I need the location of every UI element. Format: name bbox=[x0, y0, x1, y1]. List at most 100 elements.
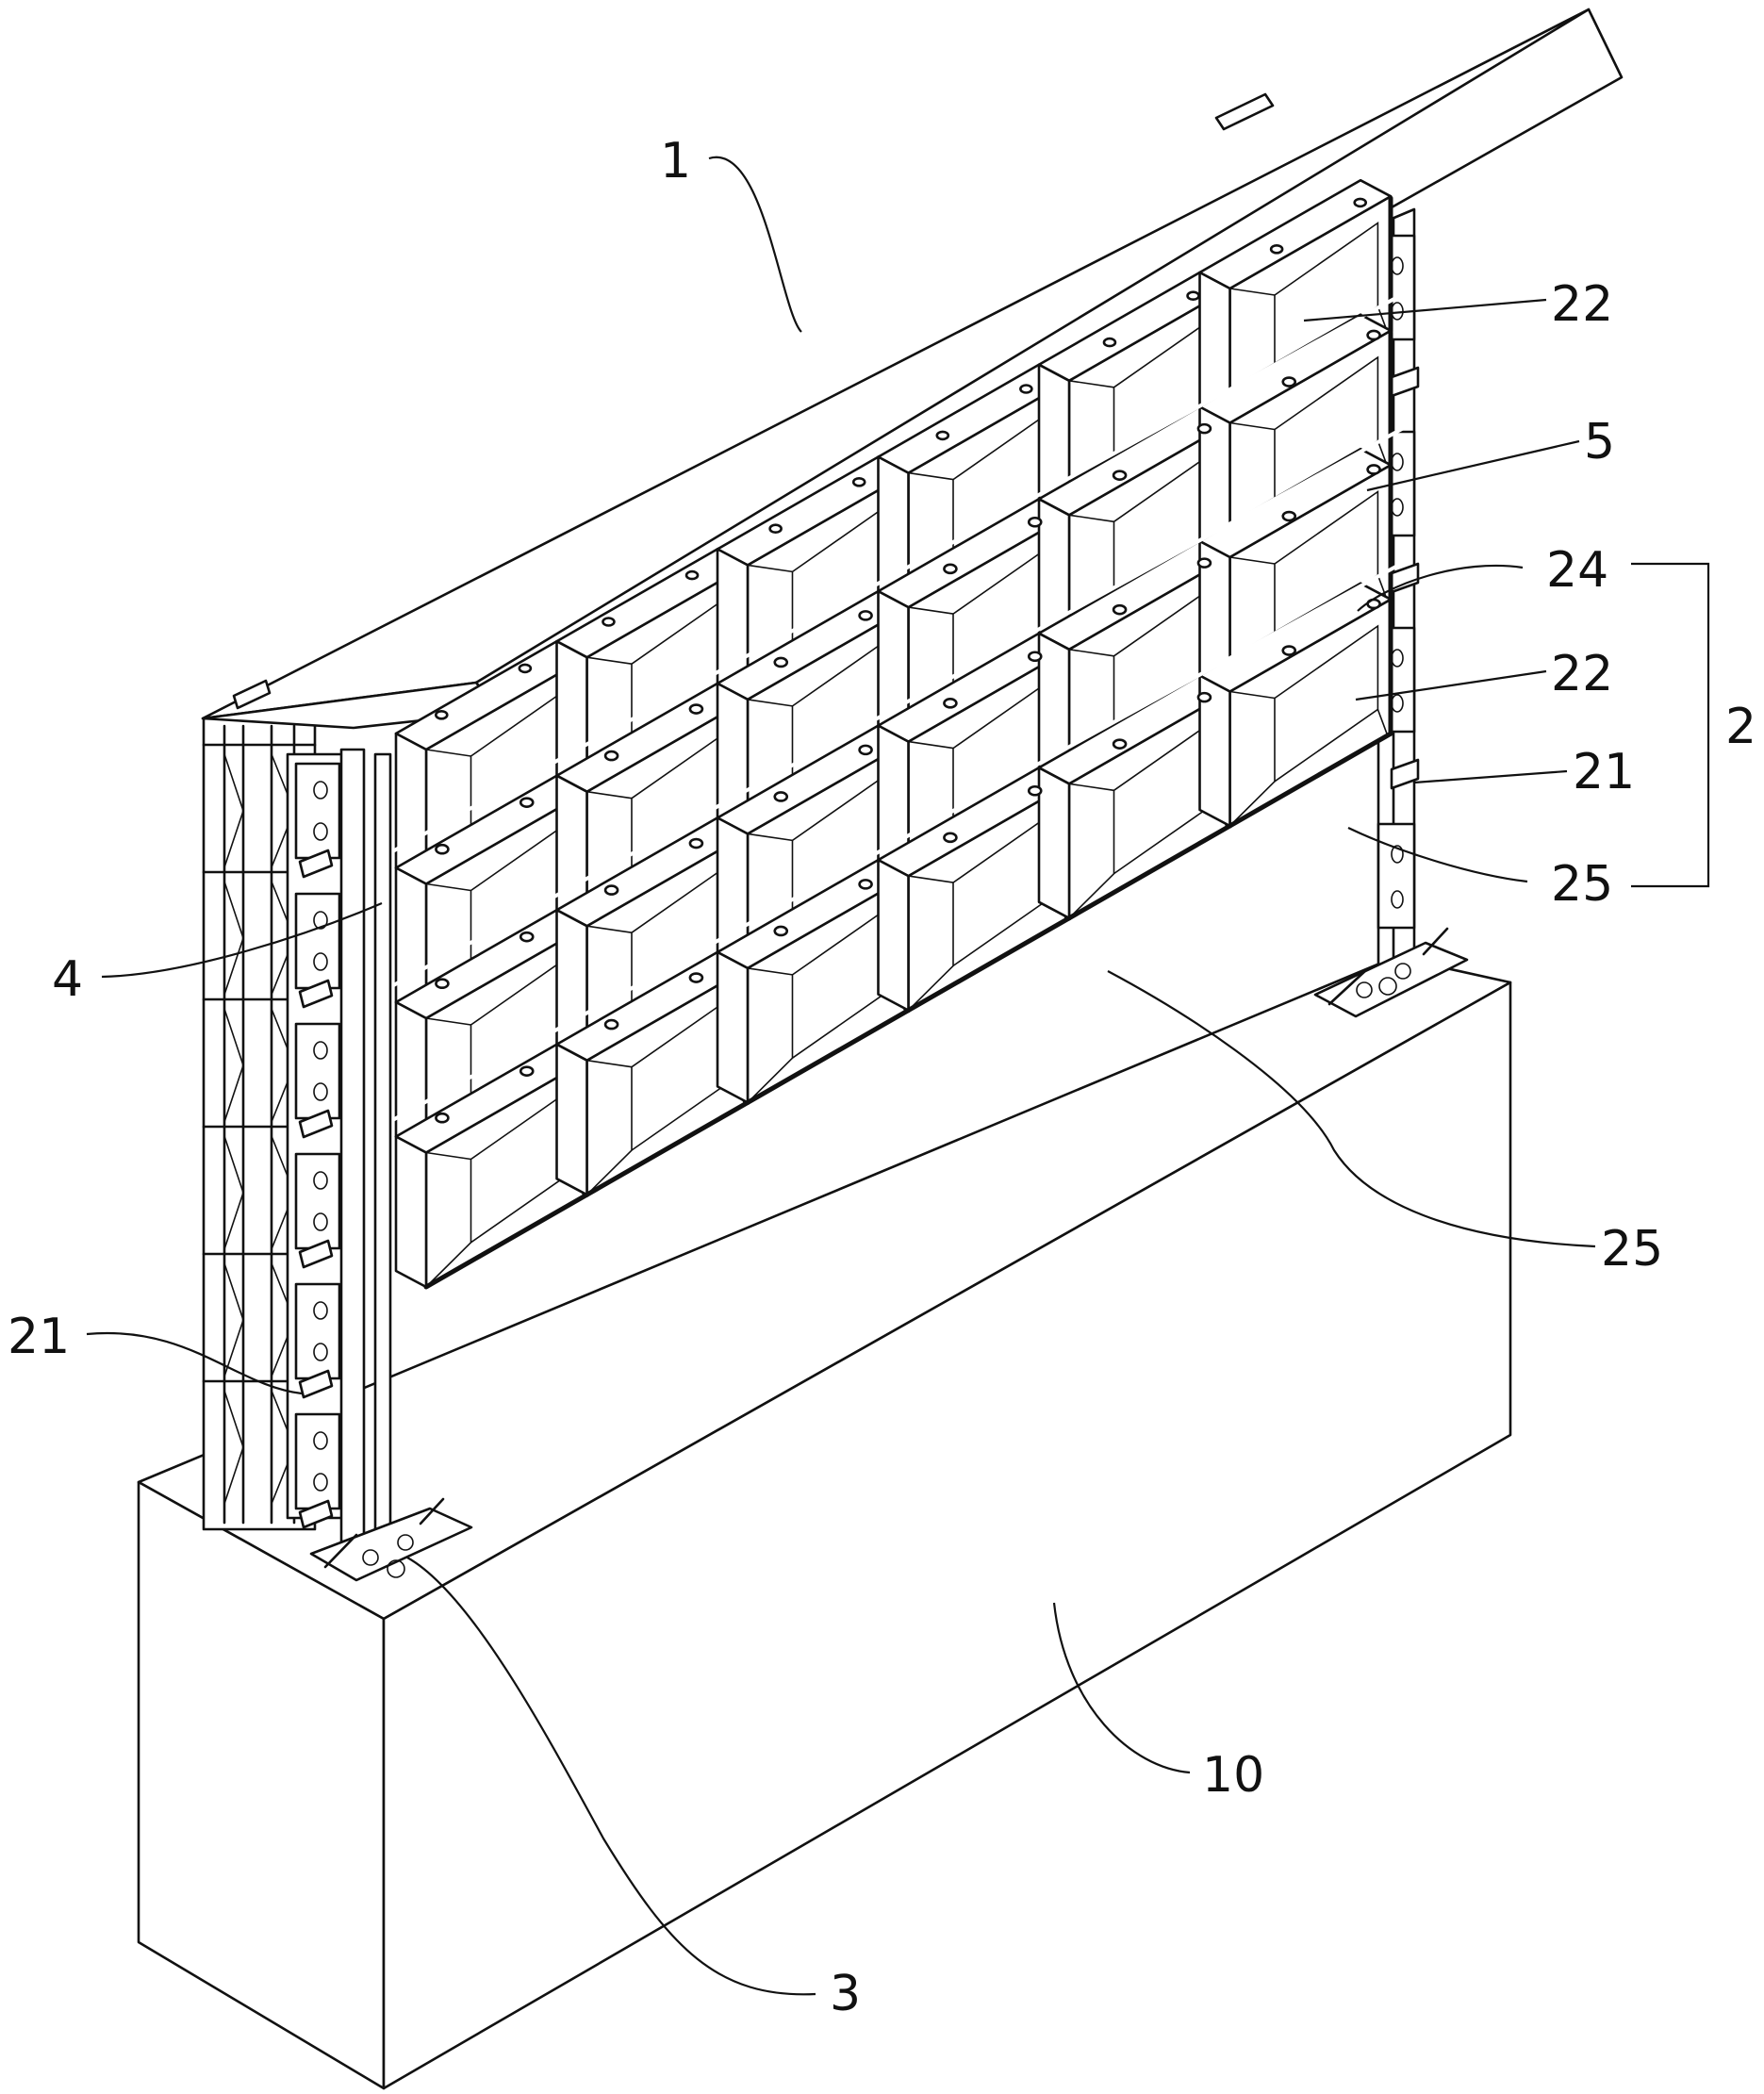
label-vertical-post: 4 bbox=[52, 951, 83, 1008]
cell-edge bbox=[1068, 649, 1114, 657]
rail bbox=[387, 425, 1407, 990]
rail-bolt bbox=[1186, 290, 1200, 302]
cell-edge bbox=[747, 967, 793, 976]
side-bracket bbox=[294, 762, 341, 860]
bracket-hole bbox=[1391, 890, 1404, 909]
module-cell bbox=[394, 1043, 589, 1290]
cell-side-lip bbox=[1037, 766, 1071, 920]
rail-bolt bbox=[943, 563, 958, 575]
side-bracket bbox=[1377, 822, 1416, 930]
leader-22-top bbox=[1303, 298, 1547, 322]
rail-bolt bbox=[858, 610, 873, 621]
leader-5 bbox=[1366, 439, 1580, 492]
cell-edge bbox=[1229, 421, 1276, 431]
bracket-hole bbox=[313, 822, 328, 841]
column-brace bbox=[223, 753, 244, 868]
rail-bolt bbox=[858, 744, 873, 756]
label-roof: 1 bbox=[660, 133, 691, 190]
rail-bolt bbox=[435, 843, 450, 855]
cell-edge bbox=[1229, 556, 1276, 565]
cell-edge bbox=[1229, 288, 1276, 296]
rail-bolt bbox=[1366, 329, 1381, 341]
cell-edge bbox=[747, 699, 793, 707]
cell-bottom-edge bbox=[906, 915, 1072, 1014]
rail-bolt bbox=[1281, 645, 1297, 656]
cell-edge bbox=[908, 606, 954, 615]
rail-highlight bbox=[387, 290, 1407, 856]
cell-edge bbox=[747, 564, 793, 573]
label-rail: 24 bbox=[1546, 542, 1608, 599]
cell-bottom-edge bbox=[1066, 823, 1232, 921]
side-bracket bbox=[294, 1022, 341, 1120]
leader-lines bbox=[86, 156, 1710, 1996]
rail-bolt bbox=[688, 972, 704, 983]
leader-21-left bbox=[86, 1331, 303, 1395]
label-side-bracket: 5 bbox=[1584, 414, 1615, 470]
rail-highlight bbox=[387, 559, 1407, 1125]
side-bracket bbox=[294, 1282, 341, 1380]
rail-bolt bbox=[1102, 337, 1117, 348]
connector-tab bbox=[298, 1239, 334, 1269]
cell-edge bbox=[585, 1149, 633, 1195]
rail-bolt bbox=[603, 884, 619, 896]
connector-tab bbox=[298, 1109, 334, 1139]
rail-bolt bbox=[519, 1065, 535, 1077]
cell-side-lip bbox=[394, 1135, 428, 1289]
bracket-hole bbox=[313, 911, 328, 930]
cell-bottom-edge bbox=[1228, 731, 1393, 829]
label-base-plate: 3 bbox=[830, 1966, 861, 2022]
leader-2-bracket bbox=[1631, 562, 1710, 888]
side-bracket bbox=[294, 892, 341, 990]
leader-10 bbox=[1052, 1602, 1191, 1774]
rail-bolt bbox=[518, 663, 533, 674]
connector-tab bbox=[1390, 758, 1420, 790]
rail-bolt bbox=[773, 791, 789, 802]
cell-edge bbox=[1229, 690, 1276, 700]
top-rail bbox=[434, 197, 1368, 720]
rail-bolt bbox=[1027, 651, 1043, 663]
cell-edge bbox=[1068, 514, 1114, 523]
side-bracket bbox=[294, 1152, 341, 1250]
leader-22-mid bbox=[1355, 669, 1547, 701]
column-brace bbox=[223, 1390, 244, 1505]
label-cell-top: 22 bbox=[1551, 276, 1613, 333]
rail-bolt bbox=[519, 797, 535, 808]
leader-1 bbox=[708, 156, 802, 333]
label-bolt-lower: 25 bbox=[1601, 1221, 1663, 1278]
rail-bolt bbox=[1196, 557, 1212, 569]
label-bolt-right: 25 bbox=[1551, 856, 1613, 913]
connector-tab bbox=[298, 1499, 334, 1529]
cell-edge bbox=[907, 965, 954, 1012]
rail-bolt bbox=[773, 925, 789, 937]
cell-bottom-edge bbox=[745, 1008, 911, 1105]
leader-21-right bbox=[1413, 769, 1568, 784]
rail-bolt bbox=[851, 476, 866, 487]
bracket-hole bbox=[313, 1082, 328, 1101]
cell-side-lip bbox=[716, 950, 750, 1104]
rail-bolt bbox=[1281, 376, 1297, 387]
rail-highlight bbox=[387, 425, 1407, 990]
rail-bolt bbox=[519, 931, 535, 943]
cell-edge bbox=[425, 1151, 471, 1161]
rail-bolt bbox=[1112, 470, 1128, 481]
cell-edge bbox=[586, 790, 633, 800]
leader-24 bbox=[1357, 564, 1524, 612]
rail-bolt bbox=[1027, 516, 1043, 528]
rail bbox=[387, 290, 1407, 856]
left-column-stack bbox=[202, 717, 348, 1531]
bracket-hole bbox=[313, 1431, 328, 1450]
rail-bolt bbox=[688, 703, 704, 715]
module-cell bbox=[1198, 582, 1393, 829]
rail-bolt bbox=[1196, 422, 1212, 435]
column-brace bbox=[223, 1135, 244, 1250]
cell-side-lip bbox=[877, 858, 910, 1012]
rail-bolt bbox=[1112, 603, 1128, 616]
cell-edge bbox=[1068, 873, 1115, 919]
connector-tab bbox=[298, 1369, 334, 1399]
cell-bottom-edge bbox=[585, 1099, 750, 1197]
rails bbox=[387, 197, 1407, 1125]
side-bracket bbox=[294, 1412, 341, 1510]
module-grid bbox=[394, 178, 1393, 1290]
leader-25-lower bbox=[1107, 970, 1596, 1248]
